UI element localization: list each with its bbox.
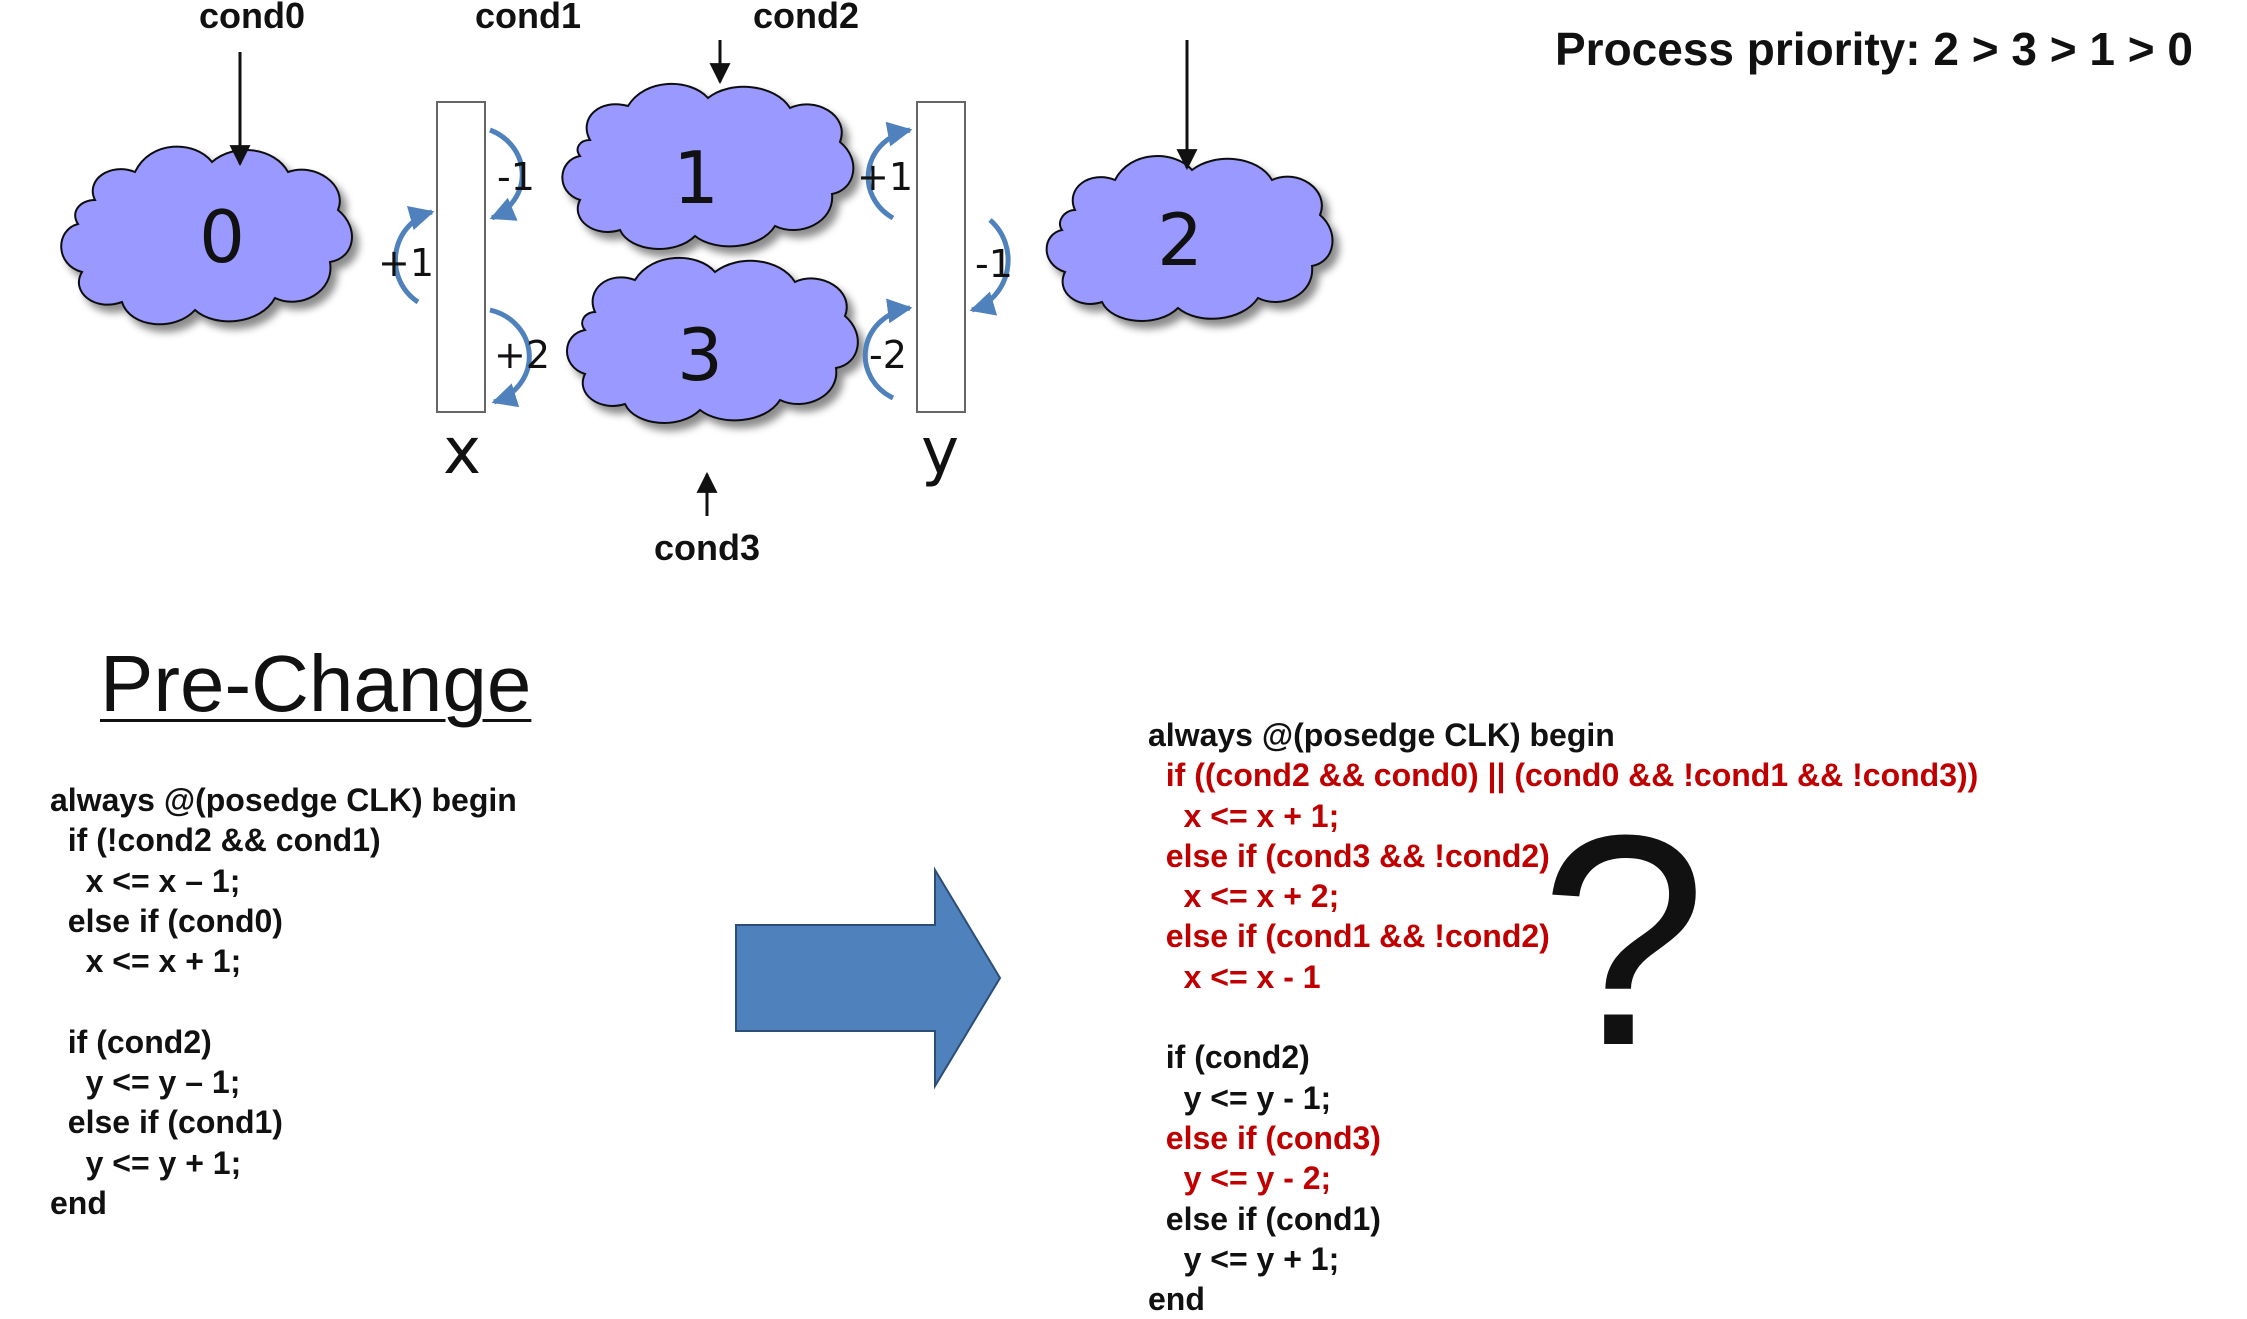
pre-change-code: always @(posedge CLK) begin if (!cond2 &… [50, 780, 517, 1223]
cloud-process-2: 2 [1045, 155, 1334, 322]
register-y-bar [916, 101, 966, 413]
delta-arrow-1-to-x [489, 127, 525, 221]
question-mark: ? [1540, 772, 1707, 1108]
code-line: if (!cond2 && cond1) [50, 822, 381, 859]
register-y-label: y [921, 415, 959, 489]
code-line: x <= x + 1; [1148, 797, 1340, 834]
delta-arrow-1-to-y [865, 121, 913, 221]
code-line: end [1148, 1281, 1205, 1318]
cond3-label: cond3 [654, 527, 760, 568]
delta-arrow-3-to-x [489, 307, 532, 408]
code-line: x <= x + 1; [50, 943, 242, 980]
delta-label-3-x: +2 [494, 333, 550, 377]
cloud-process-3: 3 [566, 256, 859, 424]
code-line: y <= y - 2; [1148, 1160, 1332, 1197]
code-line: y <= y + 1; [50, 1144, 242, 1181]
code-line: y <= y – 1; [50, 1064, 241, 1101]
delta-arrow-0-to-x [392, 206, 435, 305]
code-line: x <= x + 2; [1148, 878, 1340, 915]
cond2-label: cond2 [753, 0, 859, 36]
code-line: y <= y + 1; [1148, 1240, 1340, 1277]
cloud-0-shape [60, 145, 353, 326]
cloud-1-shape [561, 82, 855, 250]
code-line: else if (cond3) [1148, 1119, 1381, 1156]
register-x-label: x [443, 415, 481, 489]
code-line: always @(posedge CLK) begin [50, 782, 517, 818]
code-line: x <= x - 1 [1148, 958, 1321, 995]
cloud-1-label: 1 [673, 136, 719, 220]
transform-arrow [735, 866, 1002, 1090]
code-line: else if (cond3 && !cond2) [1148, 837, 1550, 874]
delta-arrow-2-to-y [969, 218, 1011, 316]
delta-label-0-x: +1 [378, 241, 434, 285]
delta-label-1-y: +1 [857, 155, 913, 199]
delta-label-2-y: -1 [975, 242, 1013, 286]
register-x-bar [436, 101, 486, 413]
cloud-0-label: 0 [199, 195, 245, 279]
code-line: else if (cond1) [1148, 1200, 1381, 1237]
cond1-label: cond1 [475, 0, 581, 36]
process-priority-text: Process priority: 2 > 3 > 1 > 0 [1555, 23, 2193, 75]
delta-label-1-x: -1 [497, 155, 535, 199]
code-line: if (cond2) [50, 1023, 212, 1060]
cloud-process-0: 0 [60, 145, 353, 326]
code-line: x <= x – 1; [50, 862, 241, 899]
cloud-2-label: 2 [1157, 198, 1203, 282]
cloud-process-1: 1 [561, 82, 855, 250]
delta-arrow-3-to-y [862, 298, 913, 401]
delta-label-3-y: -2 [869, 333, 907, 377]
code-line: else if (cond0) [50, 902, 283, 939]
code-line: else if (cond1 && !cond2) [1148, 918, 1550, 955]
post-change-code: always @(posedge CLK) begin if ((cond2 &… [1148, 715, 1978, 1319]
code-line: y <= y - 1; [1148, 1079, 1332, 1116]
code-line [50, 981, 517, 1021]
cloud-3-label: 3 [677, 313, 723, 397]
pre-change-title: Pre-Change [100, 639, 532, 728]
code-line: always @(posedge CLK) begin [1148, 717, 1615, 753]
cloud-3-shape [566, 256, 859, 424]
code-line: if ((cond2 && cond0) || (cond0 && !cond1… [1148, 757, 1979, 794]
code-line: if (cond2) [1148, 1039, 1310, 1076]
code-line: end [50, 1184, 107, 1221]
cond0-label: cond0 [199, 0, 305, 36]
code-line: else if (cond1) [50, 1104, 283, 1141]
